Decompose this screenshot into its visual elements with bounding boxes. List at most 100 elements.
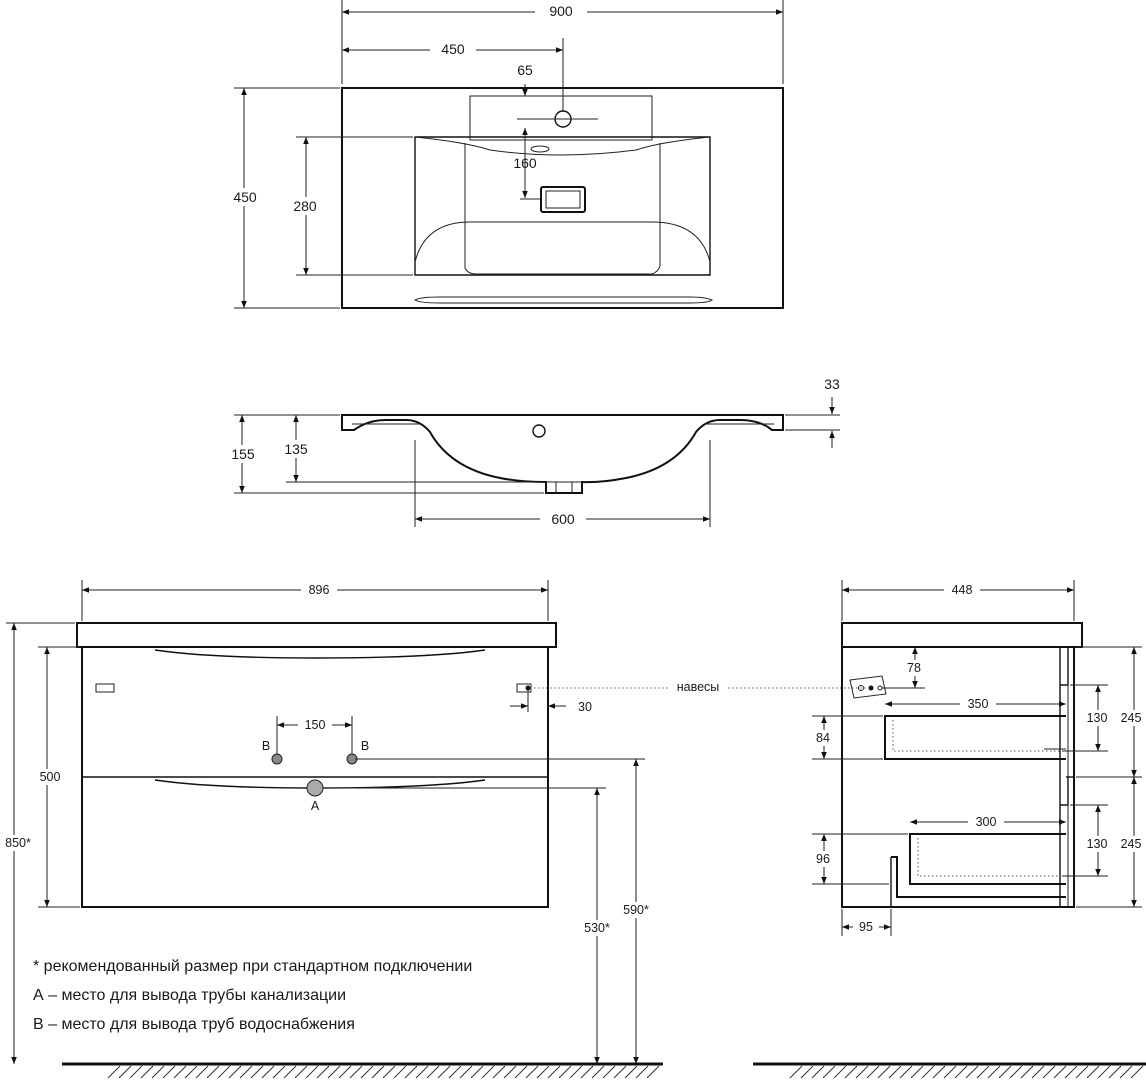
side-countertop xyxy=(841,622,1083,648)
floor-hatch-line xyxy=(602,1065,616,1079)
floor-hatch-line xyxy=(910,1065,924,1079)
upper-drawer xyxy=(884,715,1066,760)
floor-hatch-line xyxy=(107,1065,121,1079)
floor-hatch-line xyxy=(1097,1065,1111,1079)
dim-lower-drawer-height: 130 xyxy=(1087,837,1108,851)
floor-hatch-line xyxy=(492,1065,506,1079)
dim-total-height: 155 xyxy=(231,446,255,462)
note-supply: В – место для вывода труб водоснабжения xyxy=(33,1016,355,1033)
floor-hatch-line xyxy=(1108,1065,1122,1079)
floor-hatch-line xyxy=(899,1065,913,1079)
dim-supply-spacing: 150 xyxy=(305,718,326,732)
dim-upper-drawer-front: 84 xyxy=(816,731,830,745)
label-hangers: навесы xyxy=(677,680,720,694)
floor-hatch-line xyxy=(1064,1065,1078,1079)
floor-hatch-line xyxy=(206,1065,220,1079)
floor-right xyxy=(753,1062,1146,1079)
floor-hatch-line xyxy=(360,1065,374,1079)
floor-hatch-line xyxy=(294,1065,308,1079)
floor-hatch-line xyxy=(822,1065,836,1079)
side-view: 448 78 350 84 130 245 300 xyxy=(810,580,1146,936)
floor-hatch-line xyxy=(833,1065,847,1079)
floor-hatch-line xyxy=(844,1065,858,1079)
dim-bowl-height: 135 xyxy=(284,441,308,457)
label-supply-right: B xyxy=(361,739,369,753)
floor-hatch-line xyxy=(470,1065,484,1079)
basin-profile xyxy=(341,414,784,494)
dim-depth: 450 xyxy=(233,189,257,205)
floor-hatch-line xyxy=(525,1065,539,1079)
floor-hatch-line xyxy=(635,1065,649,1079)
floor-hatch-line xyxy=(547,1065,561,1079)
floor-hatch-line xyxy=(536,1065,550,1079)
floor-hatch-line xyxy=(481,1065,495,1079)
floor-hatch-line xyxy=(371,1065,385,1079)
dim-overall-height: 850* xyxy=(5,836,31,850)
floor-hatch-line xyxy=(987,1065,1001,1079)
floor-hatch-line xyxy=(151,1065,165,1079)
floor-hatch-line xyxy=(217,1065,231,1079)
floor-hatch-line xyxy=(1130,1065,1144,1079)
dim-cabinet-height: 500 xyxy=(40,770,61,784)
floor-hatch-line xyxy=(338,1065,352,1079)
floor-hatch-line xyxy=(129,1065,143,1079)
floor-hatch-line xyxy=(250,1065,264,1079)
floor-hatch-line xyxy=(173,1065,187,1079)
floor-hatch-line xyxy=(184,1065,198,1079)
floor-hatch-line xyxy=(800,1065,814,1079)
floor-hatch-line xyxy=(591,1065,605,1079)
floor-hatch-line xyxy=(404,1065,418,1079)
dim-rim-thickness: 33 xyxy=(824,376,840,392)
dim-supply-height: 590* xyxy=(623,903,649,917)
floor-hatch-line xyxy=(558,1065,572,1079)
floor-hatch-line xyxy=(998,1065,1012,1079)
dim-drain-height: 530* xyxy=(584,921,610,935)
floor-hatch-line xyxy=(316,1065,330,1079)
dim-side-depth: 448 xyxy=(952,583,973,597)
note-recommended: * рекомендованный размер при стандартном… xyxy=(33,958,472,975)
floor-hatch-line xyxy=(195,1065,209,1079)
floor-hatch-line xyxy=(789,1065,803,1079)
floor-hatch-line xyxy=(1031,1065,1045,1079)
overflow-hole xyxy=(532,424,546,438)
dim-lower-section: 245 xyxy=(1121,837,1142,851)
floor-hatch-line xyxy=(976,1065,990,1079)
floor-hatch-line xyxy=(580,1065,594,1079)
hanger-left xyxy=(95,683,115,693)
dim-upper-drawer-height: 130 xyxy=(1087,711,1108,725)
bowl-inner xyxy=(414,136,711,156)
dim-lower-drawer-front: 96 xyxy=(816,852,830,866)
section-view: 155 135 33 600 xyxy=(226,376,840,528)
floor-hatch-line xyxy=(613,1065,627,1079)
dim-drain-offset: 160 xyxy=(513,155,537,171)
floor-hatch-line xyxy=(1009,1065,1023,1079)
notes: * рекомендованный размер при стандартном… xyxy=(33,958,472,1033)
floor-hatch-line xyxy=(855,1065,869,1079)
floor-hatch-line xyxy=(1053,1065,1067,1079)
floor-hatch-line xyxy=(888,1065,902,1079)
floor-hatch-line xyxy=(459,1065,473,1079)
floor-hatch-line xyxy=(228,1065,242,1079)
floor-hatch-line xyxy=(118,1065,132,1079)
floor-hatch-line xyxy=(239,1065,253,1079)
floor-hatch-line xyxy=(162,1065,176,1079)
floor-hatch-line xyxy=(569,1065,583,1079)
dim-upper-drawer-depth: 350 xyxy=(968,697,989,711)
overflow-slot xyxy=(530,145,550,153)
lower-drawer xyxy=(909,833,1066,885)
dim-toe-offset: 95 xyxy=(859,920,873,934)
dim-half-width: 450 xyxy=(441,41,465,57)
bowl-outline xyxy=(414,136,711,276)
floor-hatch-line xyxy=(877,1065,891,1079)
floor-hatch-line xyxy=(327,1065,341,1079)
dim-overall-width: 900 xyxy=(549,3,573,19)
floor-hatch-line xyxy=(1086,1065,1100,1079)
floor-hatch-line xyxy=(382,1065,396,1079)
floor-hatch-line xyxy=(140,1065,154,1079)
tap-deck xyxy=(469,95,653,141)
note-drain: А – место для вывода трубы канализации xyxy=(33,987,346,1004)
floor-hatch-line xyxy=(437,1065,451,1079)
floor-hatch-line xyxy=(1042,1065,1056,1079)
dim-hanger-height: 78 xyxy=(907,661,921,675)
